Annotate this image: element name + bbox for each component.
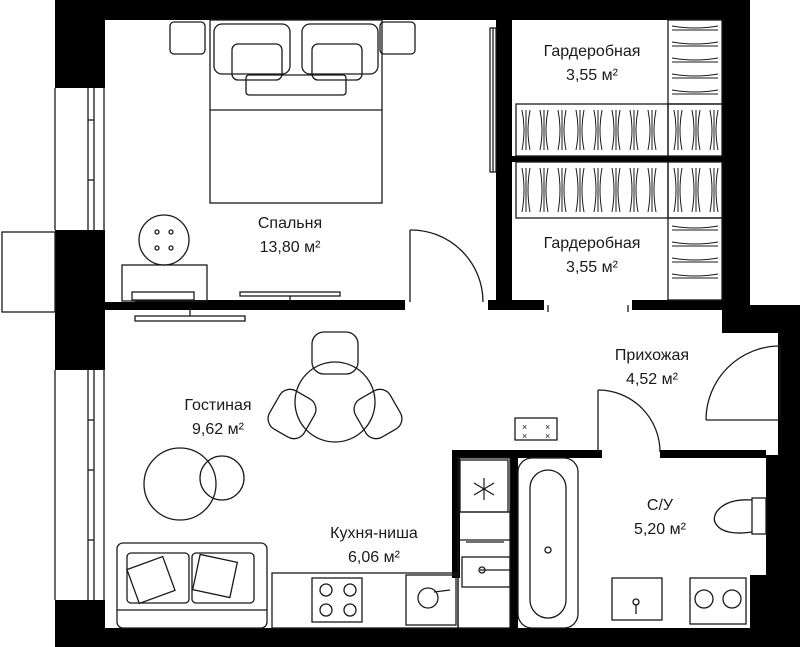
hanger-icon [539, 109, 549, 151]
hanger-icon [671, 89, 719, 95]
hob-small: × × × × [514, 417, 558, 441]
room-label-living: Гостиная 9,62 м² [184, 394, 251, 442]
room-area: 3,55 м² [566, 259, 618, 276]
svg-text:×: × [545, 431, 550, 441]
room-name: Гардеробная [543, 43, 641, 60]
room-label-hallway: Прихожая 4,52 м² [615, 344, 689, 392]
svg-text:×: × [522, 422, 527, 432]
nightstands [169, 21, 416, 55]
bedroom-stool [138, 214, 190, 266]
tv-stand-living [134, 310, 246, 322]
hanger-icon [629, 109, 639, 151]
balcony-outline [1, 231, 56, 313]
dining-set [267, 331, 403, 443]
hanger-icon [671, 41, 719, 47]
room-label-kitchen: Кухня-ниша 6,06 м² [330, 522, 418, 570]
coffee-tables [143, 447, 245, 521]
freezer-snowflake-icon [473, 478, 495, 500]
room-area: 4,52 м² [626, 371, 678, 388]
hanger-icon [671, 25, 719, 31]
bathroom-door [597, 389, 661, 453]
hanger-icon [611, 109, 621, 151]
hanger-icon [671, 73, 719, 79]
hanger-icon [709, 167, 719, 213]
wardrobe-shelves-1 [515, 19, 723, 157]
toilet [713, 497, 767, 535]
bath-sink [611, 577, 663, 621]
room-name: С/У [646, 497, 674, 514]
svg-text:×: × [545, 422, 550, 432]
bed [209, 19, 383, 204]
hanger-icon [647, 167, 657, 213]
hanger-icon [671, 57, 719, 63]
entrance-door [705, 345, 781, 421]
room-area: 3,55 м² [566, 67, 618, 84]
room-label-bathroom: С/У 5,20 м² [634, 494, 686, 542]
tv-shelf [239, 291, 341, 300]
room-label-wardrobe-2: Гардеробная 3,55 м² [544, 232, 641, 280]
walls [55, 0, 800, 647]
hanger-icon [521, 167, 531, 213]
wardrobe-shelves-2 [515, 161, 723, 301]
room-label-bedroom: Спальня 13,80 м² [258, 212, 322, 260]
hanger-icon [575, 109, 585, 151]
fridge [459, 459, 509, 513]
hanger-icon [647, 109, 657, 151]
hanger-icon [593, 109, 603, 151]
desk [121, 264, 208, 302]
hanger-icon [575, 167, 585, 213]
hanger-icon [557, 167, 567, 213]
hanger-icon [629, 167, 639, 213]
bedroom-door [409, 229, 484, 303]
hangers [521, 25, 719, 279]
hanger-icon [671, 257, 719, 263]
room-name: Гостиная [184, 397, 252, 414]
svg-text:×: × [522, 431, 527, 441]
room-label-wardrobe-1: Гардеробная 3,55 м² [544, 40, 641, 88]
washing-machines [689, 577, 747, 625]
hanger-icon [593, 167, 603, 213]
sink [461, 541, 511, 588]
room-area: 5,20 м² [634, 521, 686, 538]
hanger-icon [691, 167, 701, 213]
hob [311, 577, 363, 623]
hanger-icon [671, 241, 719, 247]
sofa [116, 542, 268, 629]
hanger-icon [671, 273, 719, 279]
hanger-icon [671, 225, 719, 231]
hanger-icon [611, 167, 621, 213]
room-name: Гардеробная [543, 235, 641, 252]
bathtub [517, 457, 579, 629]
hanger-icon [557, 109, 567, 151]
room-area: 13,80 м² [259, 239, 321, 256]
hall-wardrobe-door-marks [547, 305, 629, 312]
hanger-icon [691, 109, 701, 151]
wardrobe-door-bedroom [489, 27, 497, 173]
hanger-icon [673, 167, 683, 213]
hanger-icon [539, 167, 549, 213]
window-bedroom [54, 88, 105, 230]
room-area: 6,06 м² [348, 549, 400, 566]
hanger-icon [709, 109, 719, 151]
hanger-icon [521, 109, 531, 151]
hanger-icon [673, 109, 683, 151]
dishwasher [405, 574, 457, 626]
room-name: Прихожая [614, 347, 690, 364]
room-name: Кухня-ниша [330, 525, 418, 542]
room-name: Спальня [257, 215, 323, 232]
room-area: 9,62 м² [192, 421, 244, 438]
window-living [54, 370, 105, 600]
